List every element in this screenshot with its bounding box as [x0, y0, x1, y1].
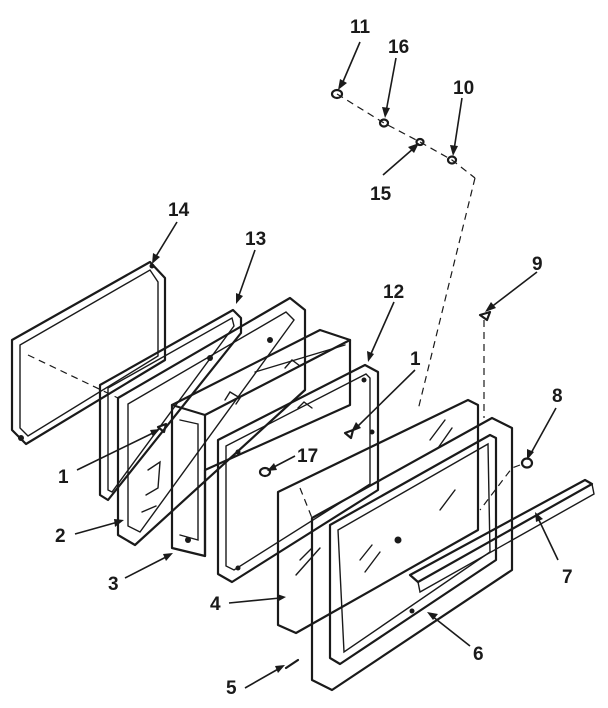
- part-14-rear-panel: [10, 260, 167, 446]
- callout-14: 14: [168, 200, 190, 221]
- callout-13: 13: [245, 229, 266, 250]
- part-5-clip: [284, 658, 300, 670]
- part-3-insulation-block: [170, 328, 352, 558]
- hardware: [156, 88, 534, 670]
- leader-lines: [74, 41, 559, 689]
- callout-17: 17: [297, 446, 318, 467]
- callout-2: 2: [55, 526, 66, 547]
- callout-1-left: 1: [58, 467, 69, 488]
- part-1-screw-right: [343, 428, 355, 440]
- part-17-nut: [258, 466, 272, 478]
- callout-7: 7: [562, 567, 573, 588]
- callout-10: 10: [453, 78, 474, 99]
- part-11-screw: [330, 88, 344, 100]
- callout-5: 5: [226, 678, 237, 699]
- part-9-screw: [478, 310, 492, 322]
- part-10-washer: [446, 155, 458, 165]
- callout-4: 4: [210, 594, 221, 615]
- callout-16: 16: [388, 37, 409, 58]
- callout-3: 3: [108, 574, 119, 595]
- callout-9: 9: [532, 254, 543, 275]
- callout-12: 12: [383, 282, 404, 303]
- part-15-washer: [415, 137, 425, 147]
- part-1-screw-left: [156, 422, 168, 434]
- callout-11: 11: [350, 17, 371, 38]
- callout-labels: 11 16 10 15 9 14 13 12 1 1 8 17 2 3 4 7 …: [55, 17, 573, 699]
- callout-15: 15: [370, 184, 392, 205]
- part-7-handle: [408, 478, 595, 594]
- callout-1-right: 1: [410, 349, 421, 370]
- part-12-door-panel: [216, 363, 380, 584]
- part-2-door-liner: [116, 296, 307, 547]
- assembly-lines: [27, 93, 521, 519]
- callout-8: 8: [552, 386, 563, 407]
- part-16-washer: [378, 118, 390, 128]
- callout-6: 6: [473, 644, 484, 665]
- part-4-glass-pane: [276, 398, 480, 635]
